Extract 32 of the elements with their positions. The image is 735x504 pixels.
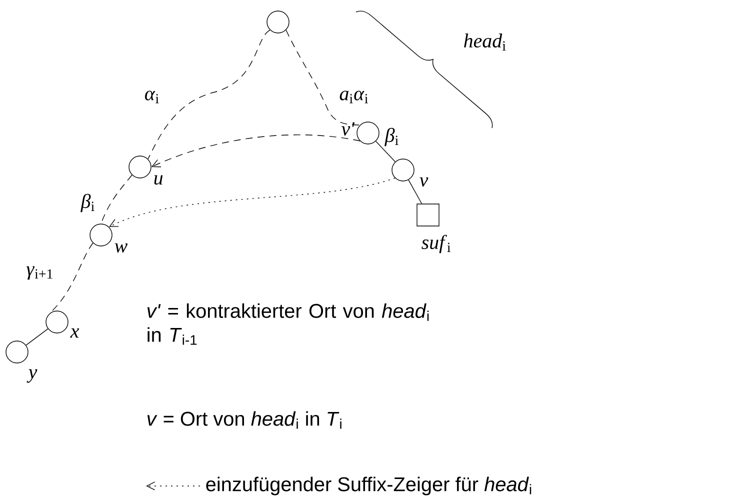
legend-text: einzufügender Suffix-Zeiger für head$_{i}$ (206, 476, 532, 496)
edge-label: γ$_{i+1}$ (26, 266, 52, 280)
definition-text: v = Ort von head$_{i}$ in T$_{i}$ (147, 411, 342, 429)
node-label: x (70, 328, 80, 338)
tree-edge (286, 30, 360, 126)
edge-label: β$_{i}$ (384, 128, 398, 146)
node-label: u (154, 175, 163, 185)
leaf-square (416, 204, 440, 226)
tree-node-circle (128, 156, 152, 178)
tree-edge (375, 140, 396, 162)
node-label: suf$_{i}$ (422, 234, 451, 254)
edge-label: a$_{i}$α$_{i}$ (340, 90, 368, 104)
tree-node-circle (46, 310, 68, 334)
tree-node-circle (90, 224, 112, 246)
definition-text: v' = kontraktierter Ort von head$_{i}$ in T$_{i-1}$ (147, 303, 429, 345)
node-label: v (420, 177, 428, 187)
edge-label: α$_{i}$ (145, 90, 159, 104)
tree-edge (26, 328, 48, 346)
tree-node-circle (266, 10, 290, 34)
arrow (151, 134, 360, 168)
edge-label: β$_{i}$ (80, 194, 94, 212)
tree-edge (100, 174, 132, 224)
tree-node-circle (392, 158, 414, 182)
tree-node-circle (356, 122, 380, 144)
brace-label: head$_{i}$ (464, 34, 506, 50)
tree-edge (408, 180, 422, 204)
tree-edge (148, 30, 270, 160)
node-label: v' (342, 122, 355, 136)
arrow (109, 178, 396, 227)
node-label: y (26, 369, 38, 383)
tree-node-circle (6, 340, 28, 364)
node-label: w (114, 243, 128, 253)
